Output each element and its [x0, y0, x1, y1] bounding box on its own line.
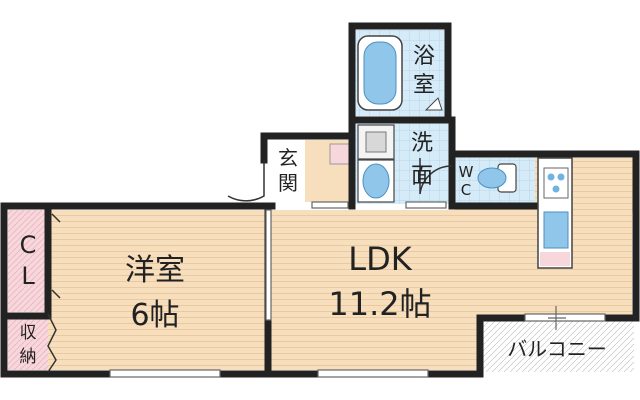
- entrance-label-1: 玄: [278, 146, 298, 170]
- western-room-name: 洋室: [125, 253, 185, 288]
- ldk-size: 11.2帖: [328, 285, 431, 323]
- entrance-label-2: 関: [278, 171, 298, 195]
- room-labels: 洋室 6帖 LDK 11.2帖 浴 室 洗 面 W C 玄 関 C L 収 納 …: [20, 44, 607, 367]
- toilet-label-2: C: [461, 181, 471, 199]
- storage-floor: [8, 318, 48, 370]
- windows: [109, 201, 606, 378]
- toilet-label-1: W: [459, 163, 474, 181]
- shoe-box: [329, 143, 351, 165]
- closet-label-1: C: [20, 231, 37, 259]
- balcony-label: バルコニー: [507, 337, 607, 361]
- ldk-name: LDK: [348, 240, 412, 278]
- washroom-label-1: 洗: [411, 131, 433, 156]
- bath-label-2: 室: [413, 73, 435, 98]
- storage-label-2: 納: [20, 347, 37, 367]
- closet-label-2: L: [21, 262, 35, 290]
- western-room-floor: [48, 210, 270, 370]
- bathtub: [357, 35, 443, 111]
- closet-floor: [8, 210, 48, 312]
- washbasin: [357, 124, 395, 203]
- washroom-label-2: 面: [411, 164, 433, 189]
- western-room-size: 6帖: [130, 298, 179, 333]
- bath-label-1: 浴: [413, 44, 435, 69]
- toilet: [477, 163, 517, 193]
- doors: [47, 158, 453, 373]
- storage-label-1: 収: [20, 323, 37, 343]
- kitchen-counter: [537, 157, 573, 269]
